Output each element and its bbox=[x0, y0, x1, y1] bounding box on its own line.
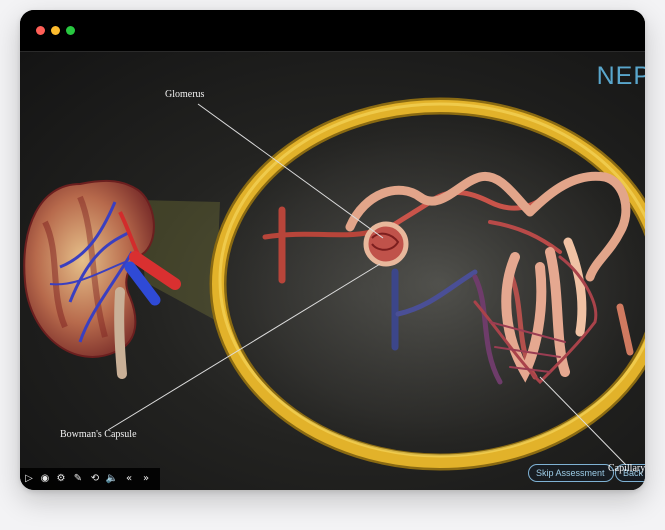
history-icon[interactable]: ⟲ bbox=[90, 473, 100, 484]
app-window: NEP Glomerus Bowman's Capsule Skip Asses… bbox=[20, 10, 645, 490]
label-glomerus: Glomerus bbox=[165, 89, 205, 100]
pen-icon[interactable]: ✎ bbox=[73, 473, 83, 484]
skip-assessment-button[interactable]: Skip Assessment bbox=[528, 464, 614, 482]
label-capillary: Capillary bbox=[608, 463, 645, 474]
zoom-window-button[interactable] bbox=[66, 26, 75, 35]
minimize-window-button[interactable] bbox=[51, 26, 60, 35]
label-bowmans-capsule: Bowman's Capsule bbox=[60, 429, 137, 440]
video-player[interactable]: NEP Glomerus Bowman's Capsule Skip Asses… bbox=[20, 52, 645, 490]
title-bar bbox=[20, 10, 645, 52]
close-window-button[interactable] bbox=[36, 26, 45, 35]
nephron-vessels bbox=[262, 171, 634, 385]
eye-icon[interactable]: ◉ bbox=[40, 473, 50, 484]
nephron-illustration bbox=[23, 97, 645, 471]
player-controls: ▷ ◉ ⚙ ✎ ⟲ 🔈 « » bbox=[20, 468, 160, 490]
brand-title: NEP bbox=[596, 62, 645, 90]
play-icon[interactable]: ▷ bbox=[25, 473, 33, 484]
rewind-icon[interactable]: « bbox=[125, 473, 133, 484]
settings-icon[interactable]: ⚙ bbox=[56, 473, 66, 484]
volume-icon[interactable]: 🔈 bbox=[105, 473, 119, 484]
kidney-model bbox=[23, 179, 181, 379]
back-button[interactable]: Back bbox=[615, 464, 645, 482]
forward-icon[interactable]: » bbox=[142, 473, 150, 484]
